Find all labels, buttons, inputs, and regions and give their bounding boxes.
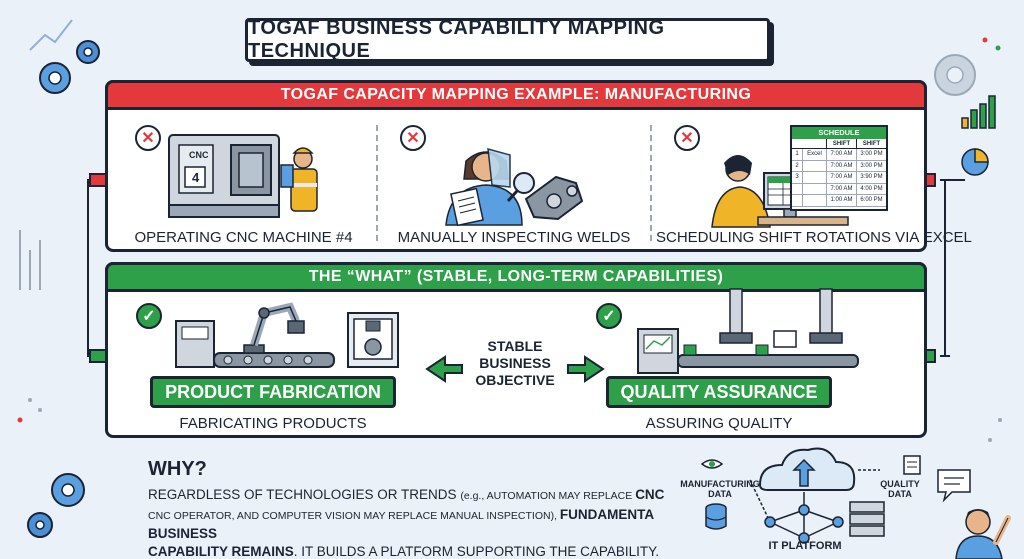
schedule-cell: 1 xyxy=(795,151,799,157)
divider xyxy=(376,125,378,241)
schedule-cell: 1:00 AM xyxy=(826,195,856,206)
bar-chart-icon xyxy=(961,95,996,129)
x-icon: ✕ xyxy=(135,125,161,151)
why-text: CNC OPERATOR, AND COMPUTER VISION MAY RE… xyxy=(148,509,560,522)
machine-number: 4 xyxy=(192,170,200,185)
weld-inspection-illustration xyxy=(445,147,584,226)
schedule-header: SHIFT xyxy=(826,139,856,148)
pie-chart-icon xyxy=(961,148,989,176)
manufacturing-data-label: MANUFACTURING DATA xyxy=(680,479,760,499)
why-text: CNC xyxy=(635,487,665,502)
schedule-cell: Excel xyxy=(802,149,826,160)
x-icon: ✕ xyxy=(674,125,700,151)
label-line: QUALITY xyxy=(880,479,920,489)
database-icon xyxy=(705,503,727,530)
schedule-cell: 7:00 AM xyxy=(826,183,856,194)
label-line: DATA xyxy=(888,489,912,499)
server-icon xyxy=(849,501,885,537)
green-arrow-right xyxy=(567,355,605,383)
cnc-machine-illustration xyxy=(168,134,318,218)
top-panel-banner: TOGAF CAPACITY MAPPING EXAMPLE: MANUFACT… xyxy=(105,80,927,110)
check-icon: ✓ xyxy=(136,303,162,329)
label-line: MANUFACTURING xyxy=(680,479,760,489)
schedule-title: SCHEDULE xyxy=(792,127,886,139)
why-text: . IT BUILDS A PLATFORM SUPPORTING THE CA… xyxy=(293,543,660,559)
why-text: (e.g., AUTOMATION MAY REPLACE xyxy=(460,490,636,502)
schedule-cell: 7:00 AM xyxy=(826,172,856,183)
schedule-cell: 3:00 PM xyxy=(856,160,886,171)
schedule-cell: 3 xyxy=(795,174,799,180)
bottom-panel-banner: THE “WHAT” (STABLE, LONG-TERM CAPABILITI… xyxy=(105,262,927,292)
chat-bubble-icon xyxy=(937,469,971,503)
document-icon xyxy=(903,455,921,475)
fabrication-illustration xyxy=(175,302,399,368)
bar-chart-icon xyxy=(19,230,41,290)
schedule-cell: 4:00 PM xyxy=(856,183,886,194)
why-body: REGARDLESS OF TECHNOLOGIES OR TRENDS (e.… xyxy=(148,486,708,559)
quality-assurance-box: QUALITY ASSURANCE xyxy=(606,376,832,408)
green-arrow-left xyxy=(425,355,463,383)
objective-line: STABLE xyxy=(487,338,543,354)
trend-line-icon xyxy=(29,19,73,51)
schedule-cell: 7:00 AM xyxy=(826,149,856,160)
page-title: TOGAF BUSINESS CAPABILITY MAPPING TECHNI… xyxy=(245,17,770,62)
schedule-cell: 6:00 PM xyxy=(856,195,886,206)
schedule-cell: 3:00 PM xyxy=(856,149,886,160)
stable-business-objective: STABLE BUSINESS OBJECTIVE xyxy=(465,338,565,389)
divider xyxy=(650,125,652,241)
gear-icon xyxy=(27,512,53,538)
objective-line: OBJECTIVE xyxy=(475,372,555,388)
cnc-label: CNC xyxy=(189,150,209,160)
capability-label: FABRICATING PRODUCTS xyxy=(179,415,367,432)
bottom-panel: THE “WHAT” (STABLE, LONG-TERM CAPABILITI… xyxy=(105,262,927,438)
label-line: DATA xyxy=(708,489,732,499)
capability-label: ASSURING QUALITY xyxy=(645,415,793,432)
item-label: OPERATING CNC MACHINE #4 xyxy=(134,229,353,246)
item-label: SCHEDULING SHIFT ROTATIONS VIA EXCEL xyxy=(656,229,972,246)
check-icon: ✓ xyxy=(596,303,622,329)
why-text-bold: FUNDAMENTA BUSINESS xyxy=(148,506,654,542)
gear-icon xyxy=(76,40,100,64)
schedule-cell xyxy=(802,172,826,183)
schedule-cell xyxy=(802,160,826,171)
top-panel: TOGAF CAPACITY MAPPING EXAMPLE: MANUFACT… xyxy=(105,80,972,252)
gear-icon xyxy=(934,54,976,96)
it-platform-label: IT PLATFORM xyxy=(768,540,842,552)
gear-icon xyxy=(39,62,71,94)
quality-assurance-illustration xyxy=(637,288,859,374)
x-icon: ✕ xyxy=(400,125,426,151)
gear-icon xyxy=(51,473,85,507)
waving-person-illustration xyxy=(937,469,1011,559)
schedule-cell: 3:90 PM xyxy=(856,172,886,183)
schedule-cell xyxy=(802,195,826,206)
product-fabrication-box: PRODUCT FABRICATION xyxy=(150,376,396,408)
why-title: WHY? xyxy=(148,458,207,480)
why-text: REGARDLESS OF TECHNOLOGIES OR TRENDS xyxy=(148,487,461,502)
quality-data-label: QUALITY DATA xyxy=(872,479,928,499)
objective-line: BUSINESS xyxy=(479,355,551,371)
eye-icon xyxy=(700,459,724,469)
schedule-cell: 2 xyxy=(795,162,799,169)
item-label: MANUALLY INSPECTING WELDS xyxy=(397,229,631,246)
why-text-bold: CAPABILITY REMAINS xyxy=(148,543,294,559)
it-platform-illustration xyxy=(700,447,921,544)
schedule-cell xyxy=(802,183,826,194)
schedule-cell: 7:00 AM xyxy=(826,160,856,171)
schedule-header: SHIFT xyxy=(856,139,886,148)
